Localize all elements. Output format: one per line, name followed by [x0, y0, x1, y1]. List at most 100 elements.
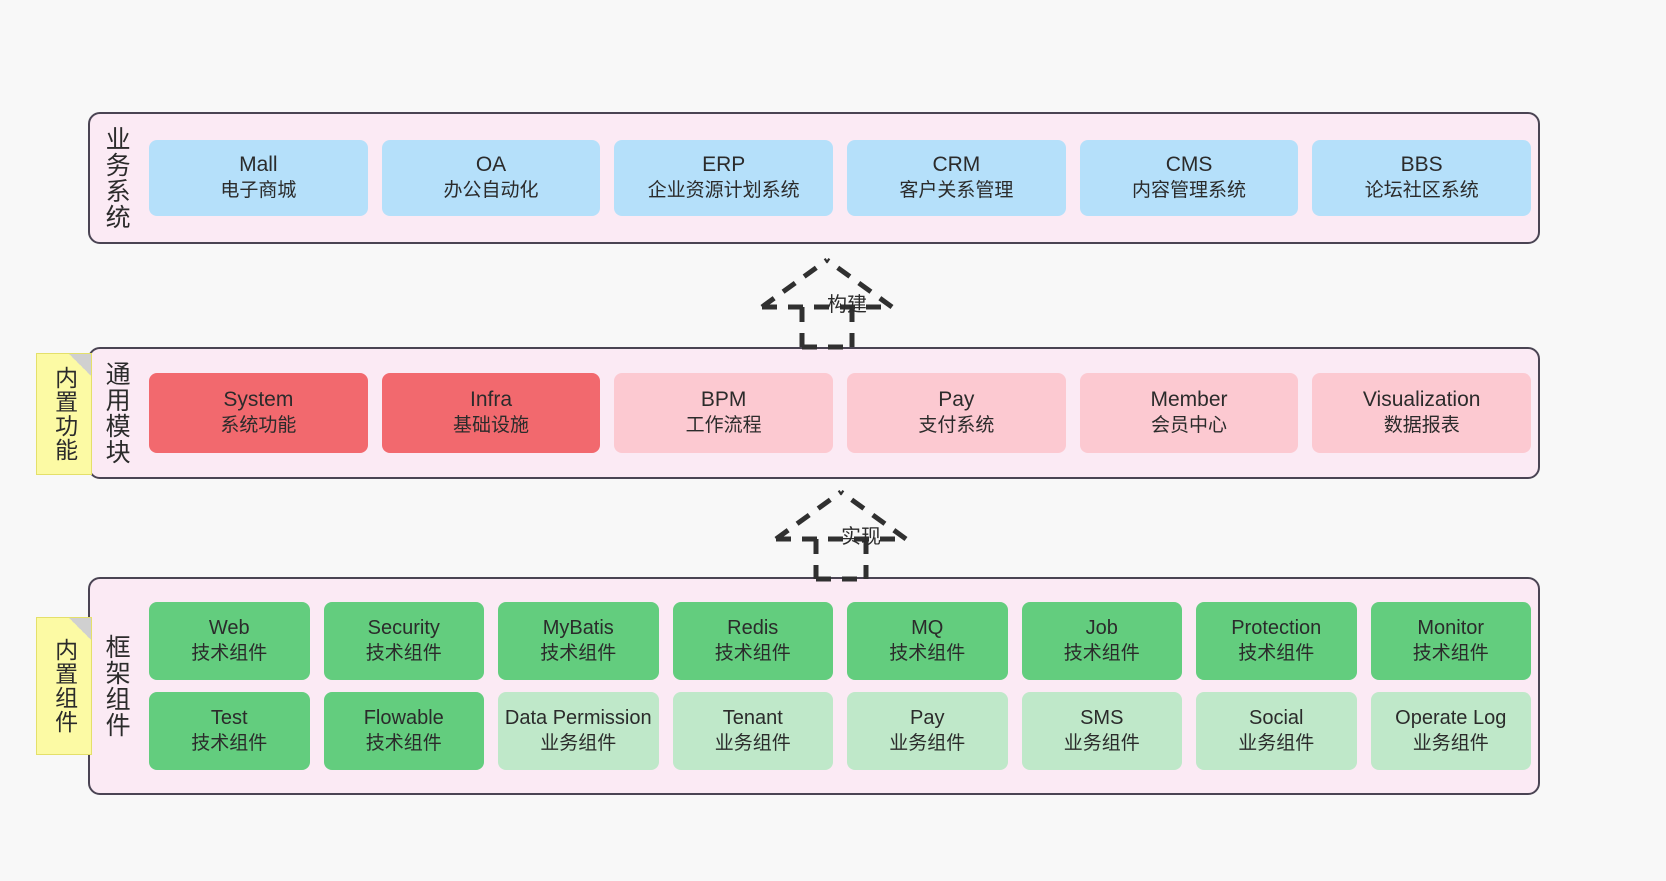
- connector-implement: 实现: [766, 484, 966, 584]
- sticky-note-builtin-component-label: 内置组件: [51, 638, 78, 734]
- card-subtitle-cn: 业务组件: [540, 732, 617, 754]
- card-subtitle-cn: 技术组件: [1063, 642, 1140, 664]
- card-cell: BPM 工作流程: [607, 373, 840, 453]
- card-subtitle-cn: 系统功能: [220, 415, 297, 437]
- arrow-head-left-stroke: [774, 489, 843, 542]
- card-subtitle-cn: 基础设施: [453, 415, 530, 437]
- card-pay[interactable]: Pay 支付系统: [847, 373, 1066, 453]
- card-title-en: Operate Log: [1395, 707, 1507, 730]
- card-subtitle-cn: 支付系统: [918, 415, 995, 437]
- card-title-en: OA: [475, 153, 507, 177]
- card-title-en: Mall: [239, 153, 278, 177]
- layer-modules-title: 通用模块: [102, 361, 131, 465]
- card-subtitle-cn: 会员中心: [1151, 415, 1228, 437]
- card-mall[interactable]: Mall 电子商城: [149, 140, 368, 216]
- card-title-en: MyBatis: [542, 617, 614, 640]
- card-subtitle-cn: 工作流程: [685, 415, 762, 437]
- card-subtitle-cn: 业务组件: [714, 732, 791, 754]
- card-subtitle-cn: 企业资源计划系统: [647, 180, 800, 202]
- card-title-en: Web: [208, 617, 250, 640]
- card-subtitle-cn: 技术组件: [1238, 642, 1315, 664]
- connector-build: 构建: [752, 252, 952, 352]
- card-title-en: BPM: [700, 388, 747, 412]
- card-title-en: MQ: [911, 617, 944, 640]
- card-subtitle-cn: 技术组件: [365, 642, 442, 664]
- card-bpm[interactable]: BPM 工作流程: [614, 373, 834, 453]
- card-title-en: System: [223, 388, 294, 412]
- connector-implement-label: 实现: [841, 526, 881, 548]
- card-system[interactable]: System 系统功能: [149, 373, 368, 453]
- card-title-en: Pay: [938, 388, 975, 412]
- card-title-en: Protection: [1231, 617, 1322, 640]
- card-title-en: CRM: [932, 153, 981, 177]
- sticky-note-builtin-function-label: 内置功能: [51, 366, 78, 462]
- layer-business-title: 业务系统: [102, 126, 131, 230]
- layer-framework-title: 框架组件: [102, 634, 131, 738]
- connector-build-label: 构建: [827, 294, 867, 316]
- card-subtitle-cn: 电子商城: [220, 180, 297, 202]
- card-subtitle-cn: 数据报表: [1383, 415, 1460, 437]
- card-subtitle-cn: 技术组件: [191, 732, 268, 754]
- arrow-head-right-stroke: [839, 489, 908, 542]
- card-title-en: Monitor: [1417, 617, 1485, 640]
- card-title-en: Social: [1249, 707, 1304, 730]
- card-title-en: SMS: [1080, 707, 1124, 730]
- card-title-en: BBS: [1400, 153, 1443, 177]
- card-title-en: Tenant: [722, 707, 783, 730]
- card-cell: Mall 电子商城: [142, 140, 375, 216]
- card-subtitle-cn: 业务组件: [889, 732, 966, 754]
- card-subtitle-cn: 技术组件: [714, 642, 791, 664]
- card-subtitle-cn: 业务组件: [1063, 732, 1140, 754]
- card-subtitle-cn: 论坛社区系统: [1364, 180, 1479, 202]
- card-subtitle-cn: 技术组件: [889, 642, 966, 664]
- sticky-note-builtin-function: 内置功能: [36, 353, 92, 475]
- card-subtitle-cn: 技术组件: [365, 732, 442, 754]
- card-title-en: Pay: [910, 707, 945, 730]
- card-bbs[interactable]: BBS 论坛社区系统: [1312, 140, 1532, 216]
